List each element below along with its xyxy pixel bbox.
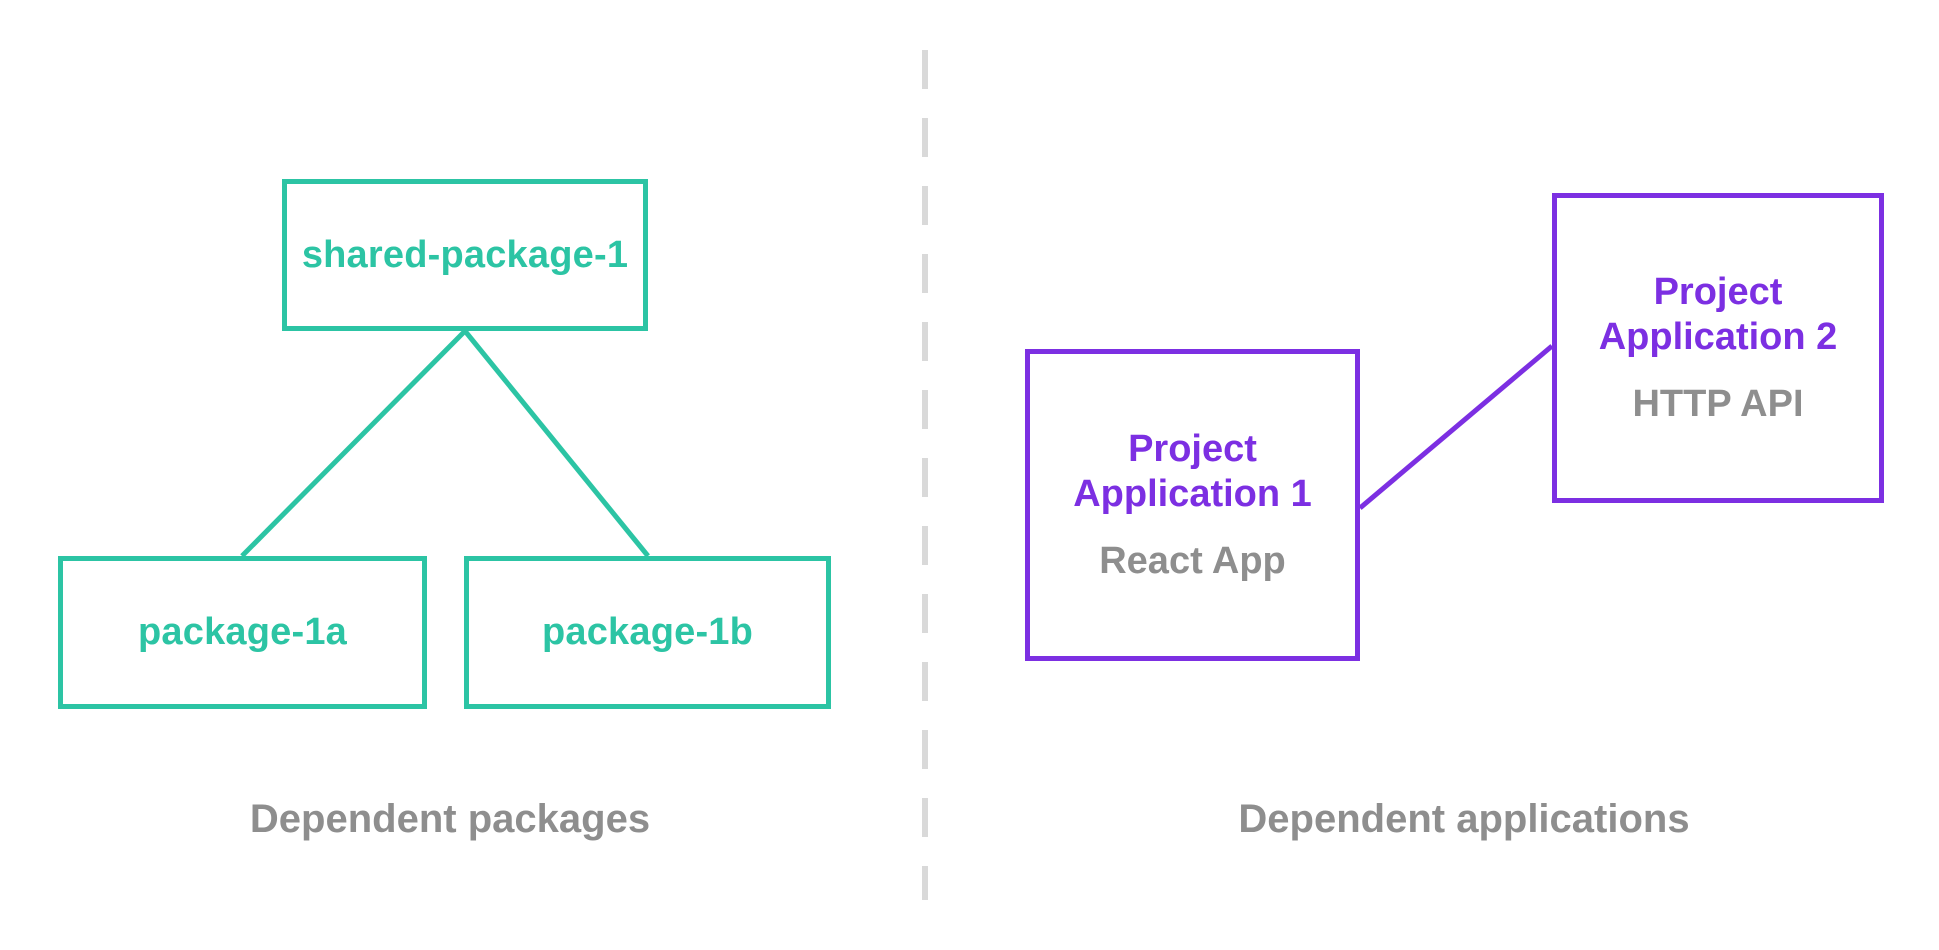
node-shared-package-1-label: shared-package-1: [301, 233, 629, 276]
project-application-1-subtitle: React App: [1099, 540, 1286, 583]
edge-app1-to-app2: [1358, 344, 1554, 510]
project-application-2-subtitle: HTTP API: [1632, 383, 1804, 426]
edge-shared-package-to-package-1a: [240, 329, 467, 558]
edge-shared-package-to-package-1b: [463, 329, 650, 558]
node-package-1a: package-1a: [58, 556, 427, 709]
node-project-application-2: Project Application 2 HTTP API: [1552, 193, 1884, 503]
node-package-1b-label: package-1b: [541, 611, 754, 653]
node-package-1a-label: package-1a: [137, 611, 347, 653]
caption-dependent-packages: Dependent packages: [249, 797, 651, 841]
node-shared-package-1: shared-package-1: [282, 179, 648, 331]
project-application-2-title: Project Application 2: [1598, 270, 1838, 358]
node-project-application-1: Project Application 1 React App: [1025, 349, 1360, 661]
caption-dependent-applications: Dependent applications: [1238, 797, 1690, 841]
project-application-1-title: Project Application 1: [1073, 427, 1312, 515]
node-package-1b: package-1b: [464, 556, 831, 709]
